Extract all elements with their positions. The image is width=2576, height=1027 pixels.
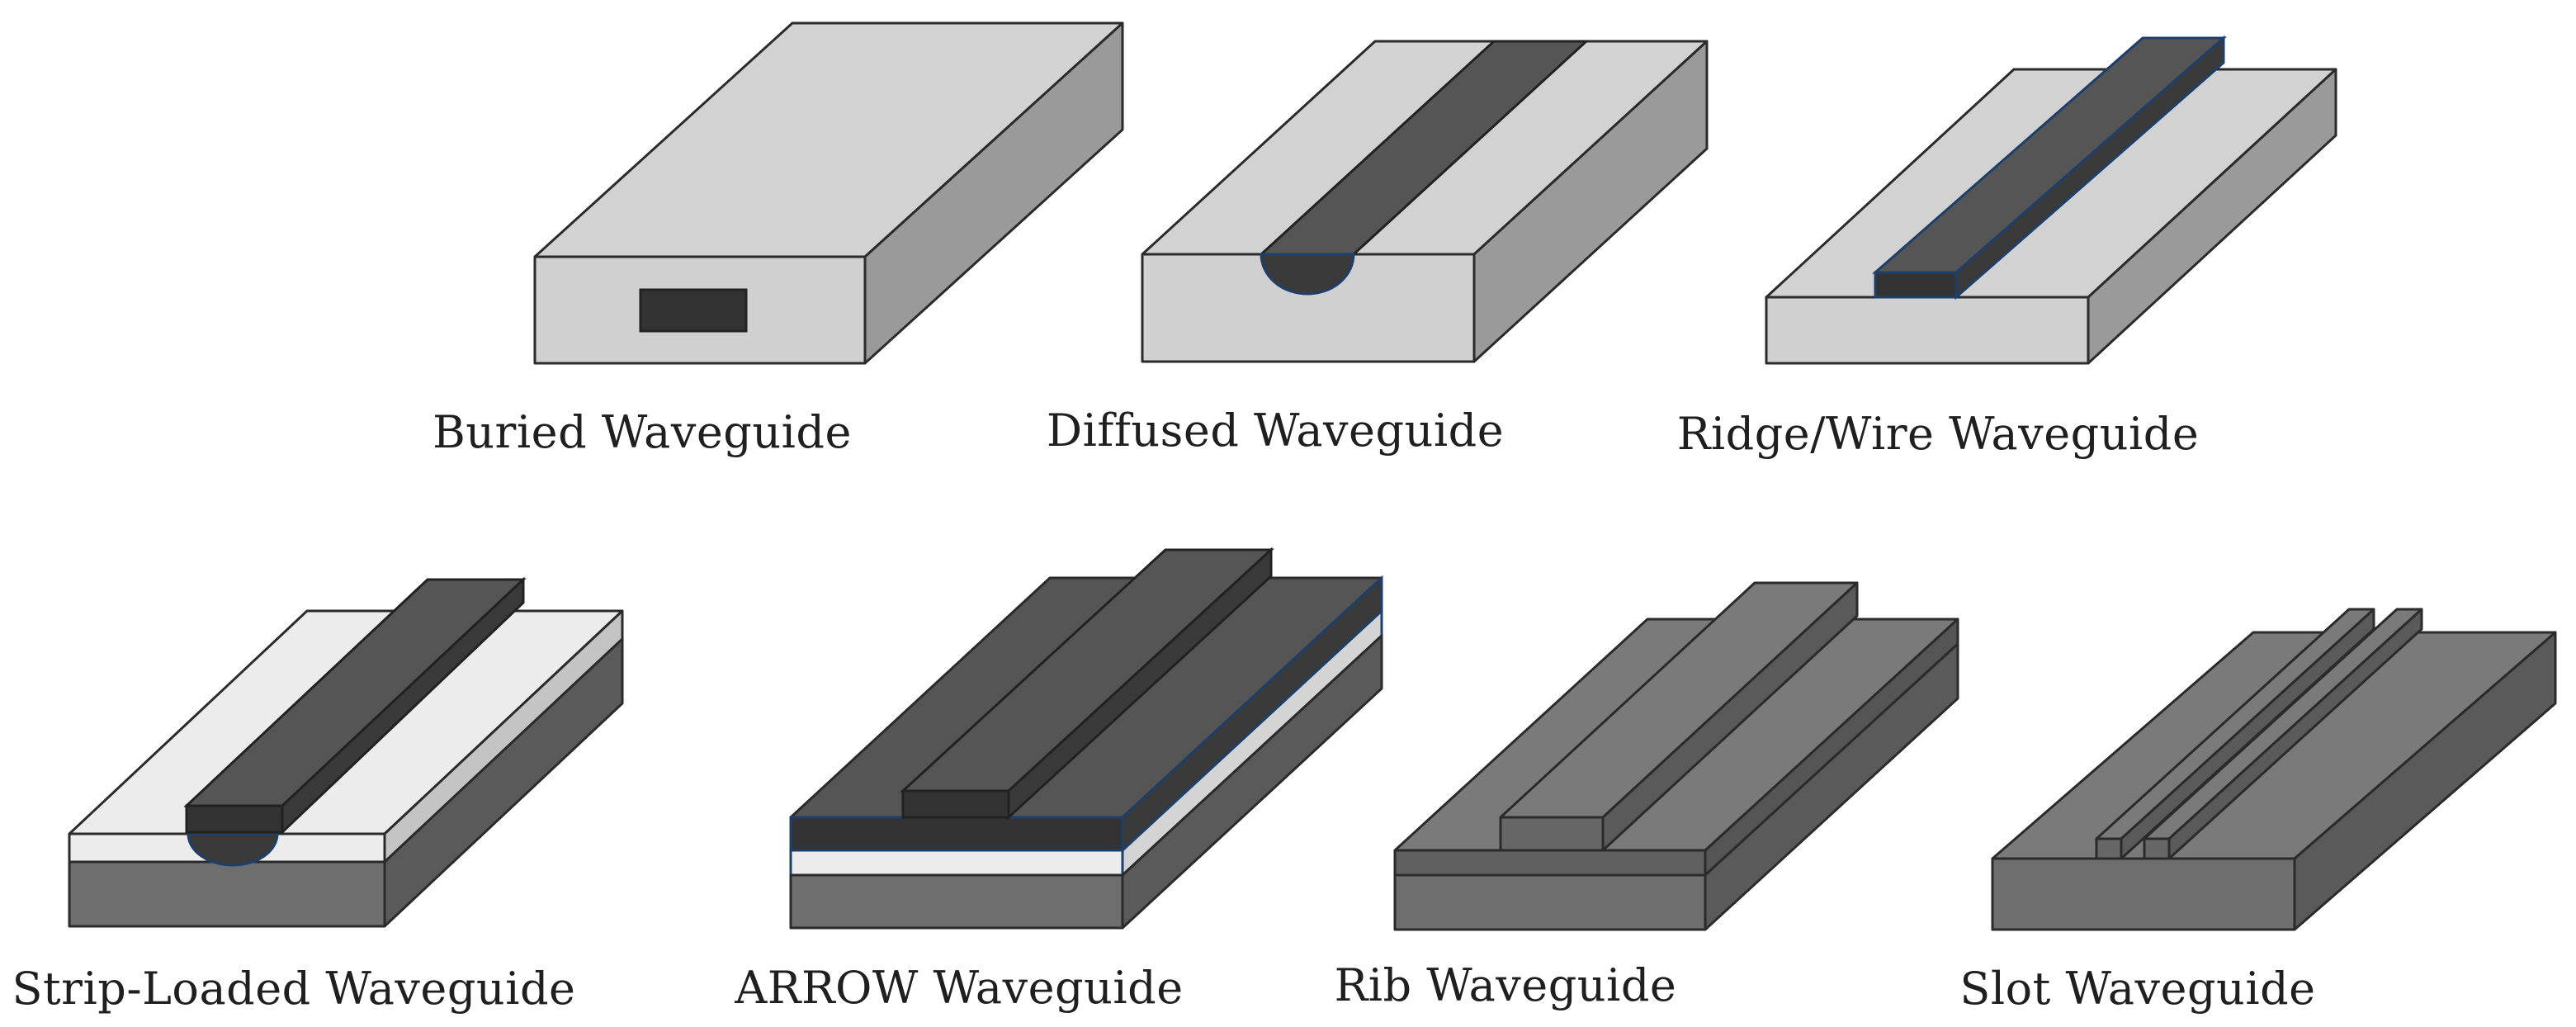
rib-substrate-front [1393, 873, 1707, 931]
label-diffused-waveguide: Diffused Waveguide [1047, 405, 1504, 457]
strip-load-front [185, 804, 284, 834]
arrow-substrate-front [789, 873, 1124, 930]
strip-loaded-waveguide [68, 576, 624, 928]
arrow-substrate-side [1121, 634, 1383, 930]
rib-substrate-side [1704, 642, 1959, 931]
buried-waveguide [533, 21, 1124, 365]
arrow-layer-white-front [789, 849, 1124, 877]
arrow-waveguide [789, 547, 1383, 930]
ridge-side-face [2087, 68, 2337, 365]
ridge-front-face [1765, 296, 2090, 365]
label-arrow-waveguide: ARROW Waveguide [734, 962, 1183, 1014]
diffused-waveguide [1141, 40, 1709, 363]
strip-diffused-profile [187, 832, 279, 867]
label-strip-loaded-waveguide: Strip-Loaded Waveguide [12, 963, 575, 1015]
buried-side-face [863, 21, 1124, 365]
slot-rail-left-front [2095, 837, 2123, 860]
arrow-ridge-front [901, 789, 1010, 819]
rib-waveguide [1393, 581, 1959, 931]
strip-substrate-front [68, 860, 386, 928]
slot-rail-right-front [2143, 837, 2171, 860]
rib-slab-front [1393, 849, 1707, 877]
ridge-core-front [1874, 271, 1958, 299]
buried-core [639, 288, 748, 333]
label-ridge-wire-waveguide: Ridge/Wire Waveguide [1677, 408, 2200, 460]
label-buried-waveguide: Buried Waveguide [432, 406, 852, 458]
diffused-core-profile [1260, 253, 1355, 296]
slot-waveguide [1991, 608, 2557, 931]
label-rib-waveguide: Rib Waveguide [1335, 959, 1677, 1011]
slot-front-face [1991, 857, 2296, 931]
rib-ridge-front [1499, 816, 1605, 852]
slot-side-face [2293, 631, 2557, 931]
label-slot-waveguide: Slot Waveguide [1959, 963, 2315, 1015]
diffused-side-face [1472, 40, 1709, 363]
strip-substrate-side [383, 637, 624, 928]
ridge-wire-waveguide [1765, 35, 2337, 365]
arrow-layer-dark-front [789, 816, 1124, 852]
